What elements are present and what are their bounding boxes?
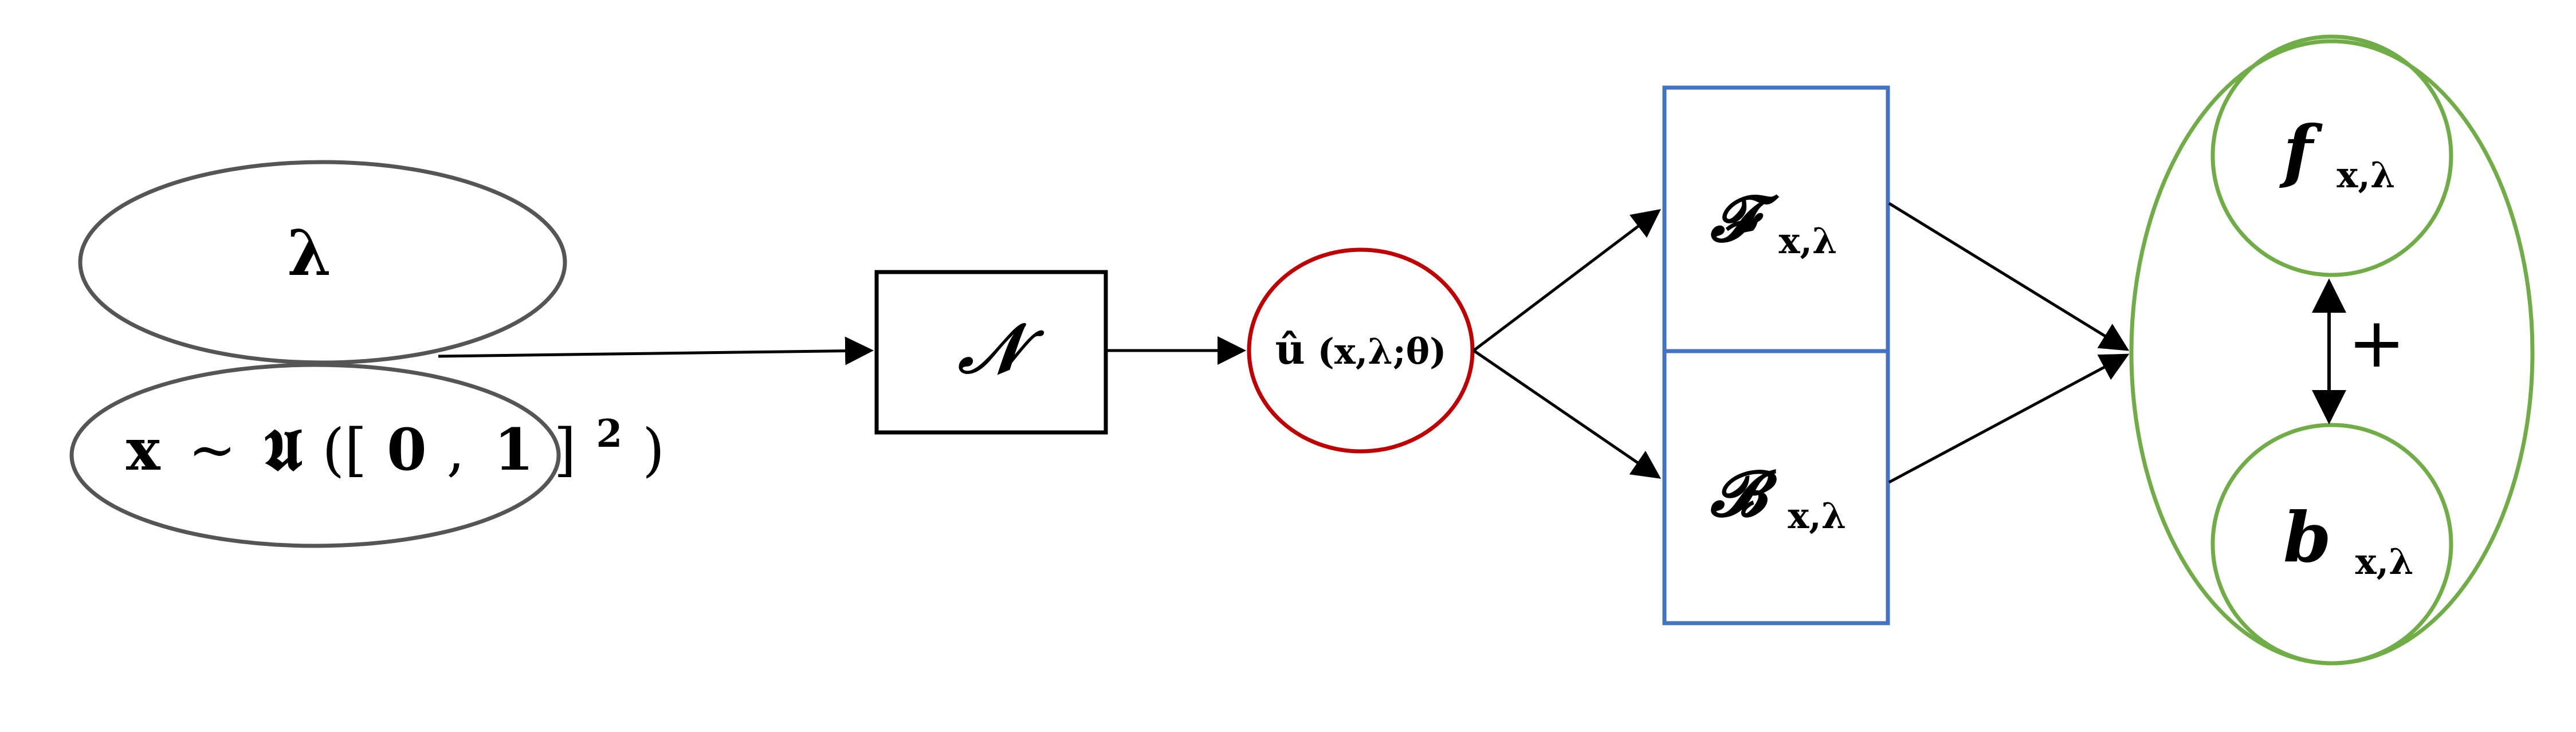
arrow-input-to-network	[438, 336, 874, 365]
F-symbol: 𝓕	[1710, 182, 1780, 255]
output-args: (x,λ;θ)	[1318, 330, 1447, 372]
comma-symbol: ,	[447, 416, 465, 483]
B-operator-label: 𝓑 x,λ	[1710, 456, 1846, 537]
b-symbol: b	[2283, 497, 2331, 578]
network-label: 𝒩	[958, 308, 1045, 389]
tilde-symbol: ~	[188, 416, 236, 483]
B-symbol: 𝓑	[1710, 456, 1778, 530]
b-term-circle	[2210, 423, 2453, 666]
x-domain-ellipse	[69, 363, 561, 548]
f-term-circle	[2210, 34, 2453, 277]
f-term-label: f x,λ	[2279, 111, 2395, 196]
bracket-close: ]	[554, 416, 576, 483]
arrow-F-to-terms	[1888, 202, 2130, 351]
svg-text:x ~ 𝖀 ([: x ~ 𝖀 ([ 0 , 1 ] 2 )	[126, 393, 665, 483]
plus-symbol: +	[2348, 304, 2406, 383]
F-subscript: x,λ	[1778, 220, 1837, 262]
f-symbol: f	[2279, 111, 2323, 191]
arrow-B-to-terms	[1888, 353, 2130, 484]
arrow-output-to-B	[1472, 349, 1662, 479]
output-label: û (x,λ;θ)	[1275, 325, 1447, 373]
one-symbol: 1	[494, 416, 534, 483]
network-box	[874, 270, 1108, 435]
uniform-symbol: 𝖀	[264, 416, 302, 483]
B-operator-box	[1662, 349, 1890, 625]
paren-open: ([	[322, 416, 367, 483]
arrow-output-to-F	[1472, 208, 1661, 352]
lambda-label: λ	[287, 216, 331, 290]
paren-close: )	[642, 416, 665, 483]
lambda-ellipse	[78, 160, 567, 365]
x-symbol: x	[126, 416, 161, 483]
output-circle	[1247, 247, 1475, 454]
F-operator-label: 𝓕 x,λ	[1710, 182, 1837, 262]
b-subscript: x,λ	[2355, 541, 2414, 583]
exponent: 2	[596, 411, 622, 456]
u-hat-symbol: û	[1275, 325, 1305, 373]
zero-symbol: 0	[387, 416, 427, 483]
x-distribution-label: x ~ 𝖀 ([ 0 , 1 ] 2 )	[126, 393, 665, 483]
b-term-label: b x,λ	[2283, 497, 2414, 583]
B-subscript: x,λ	[1788, 495, 1846, 537]
f-subscript: x,λ	[2337, 154, 2395, 196]
